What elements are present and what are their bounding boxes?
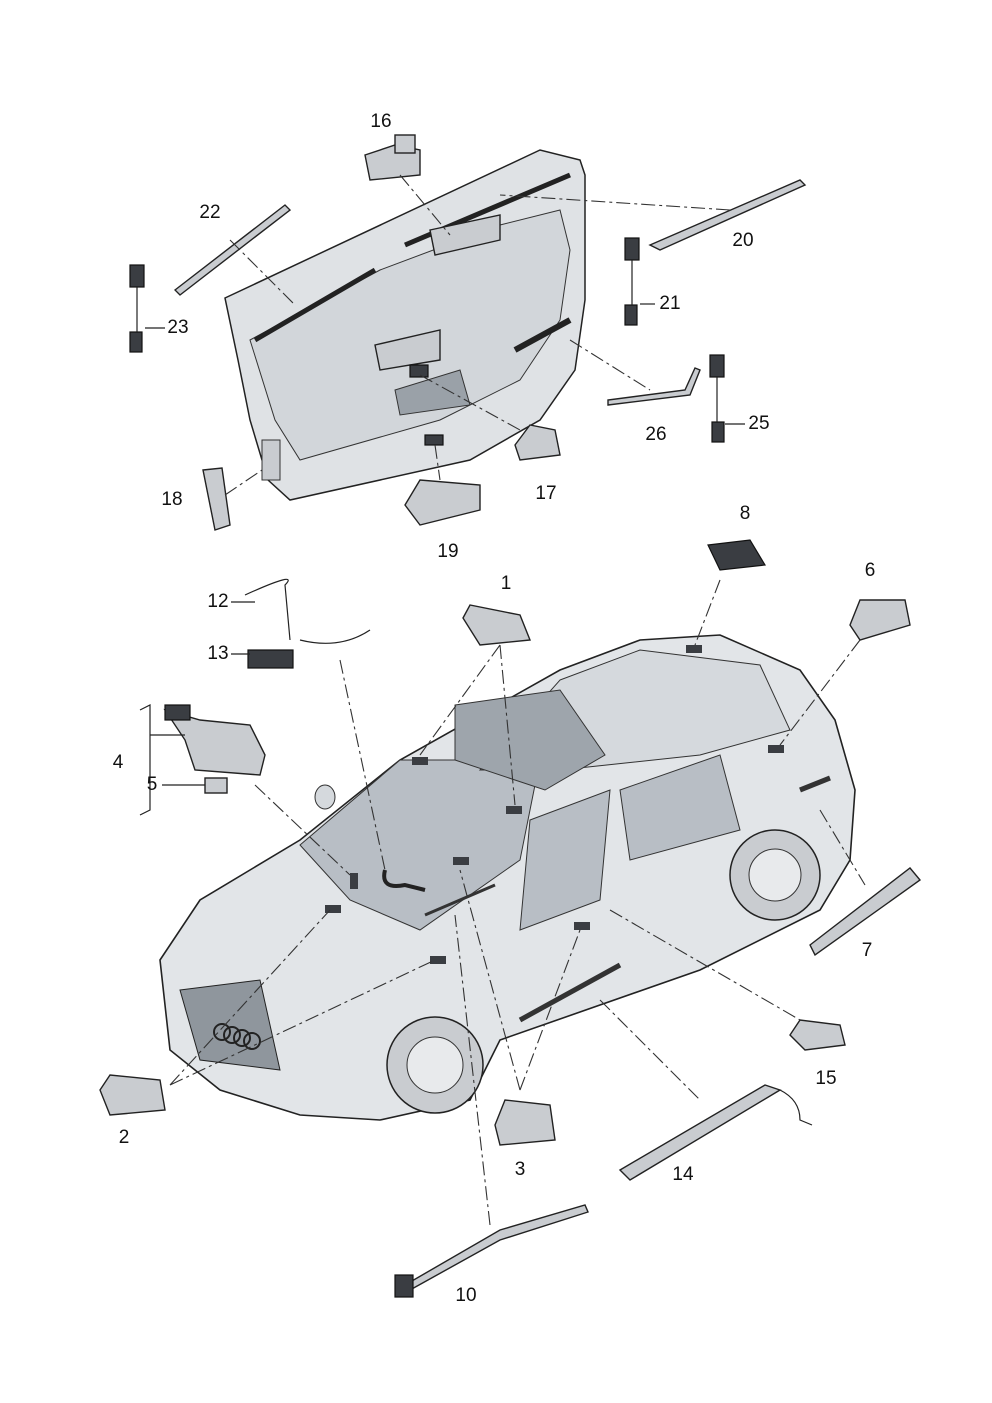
callout-5: 5 [146, 774, 158, 795]
parts [99, 134, 922, 1298]
callout-22: 22 [199, 202, 221, 223]
callout-ticks [145, 303, 745, 786]
leader-lines [169, 174, 866, 1226]
callout-4: 4 [112, 752, 124, 773]
car-body [159, 634, 856, 1121]
callout-23: 23 [167, 317, 189, 338]
callout-6: 6 [864, 560, 876, 581]
callout-13: 13 [207, 643, 229, 664]
callout-15: 15 [815, 1068, 837, 1089]
callout-20: 20 [732, 230, 754, 251]
callout-3: 3 [514, 1159, 526, 1180]
callout-14: 14 [672, 1164, 694, 1185]
callout-26: 26 [645, 424, 667, 445]
callout-7: 7 [861, 940, 873, 961]
car-light-markers [325, 645, 784, 964]
callout-8: 8 [739, 503, 751, 524]
callout-17: 17 [535, 483, 557, 504]
callout-25: 25 [748, 413, 770, 434]
callout-16: 16 [370, 111, 392, 132]
callout-12: 12 [207, 591, 229, 612]
callout-1: 1 [500, 573, 512, 594]
callout-18: 18 [161, 489, 183, 510]
door-trim-panel [224, 149, 586, 501]
callout-19: 19 [437, 541, 459, 562]
callout-21: 21 [659, 293, 681, 314]
callout-2: 2 [118, 1127, 130, 1148]
callout-10: 10 [455, 1285, 477, 1306]
